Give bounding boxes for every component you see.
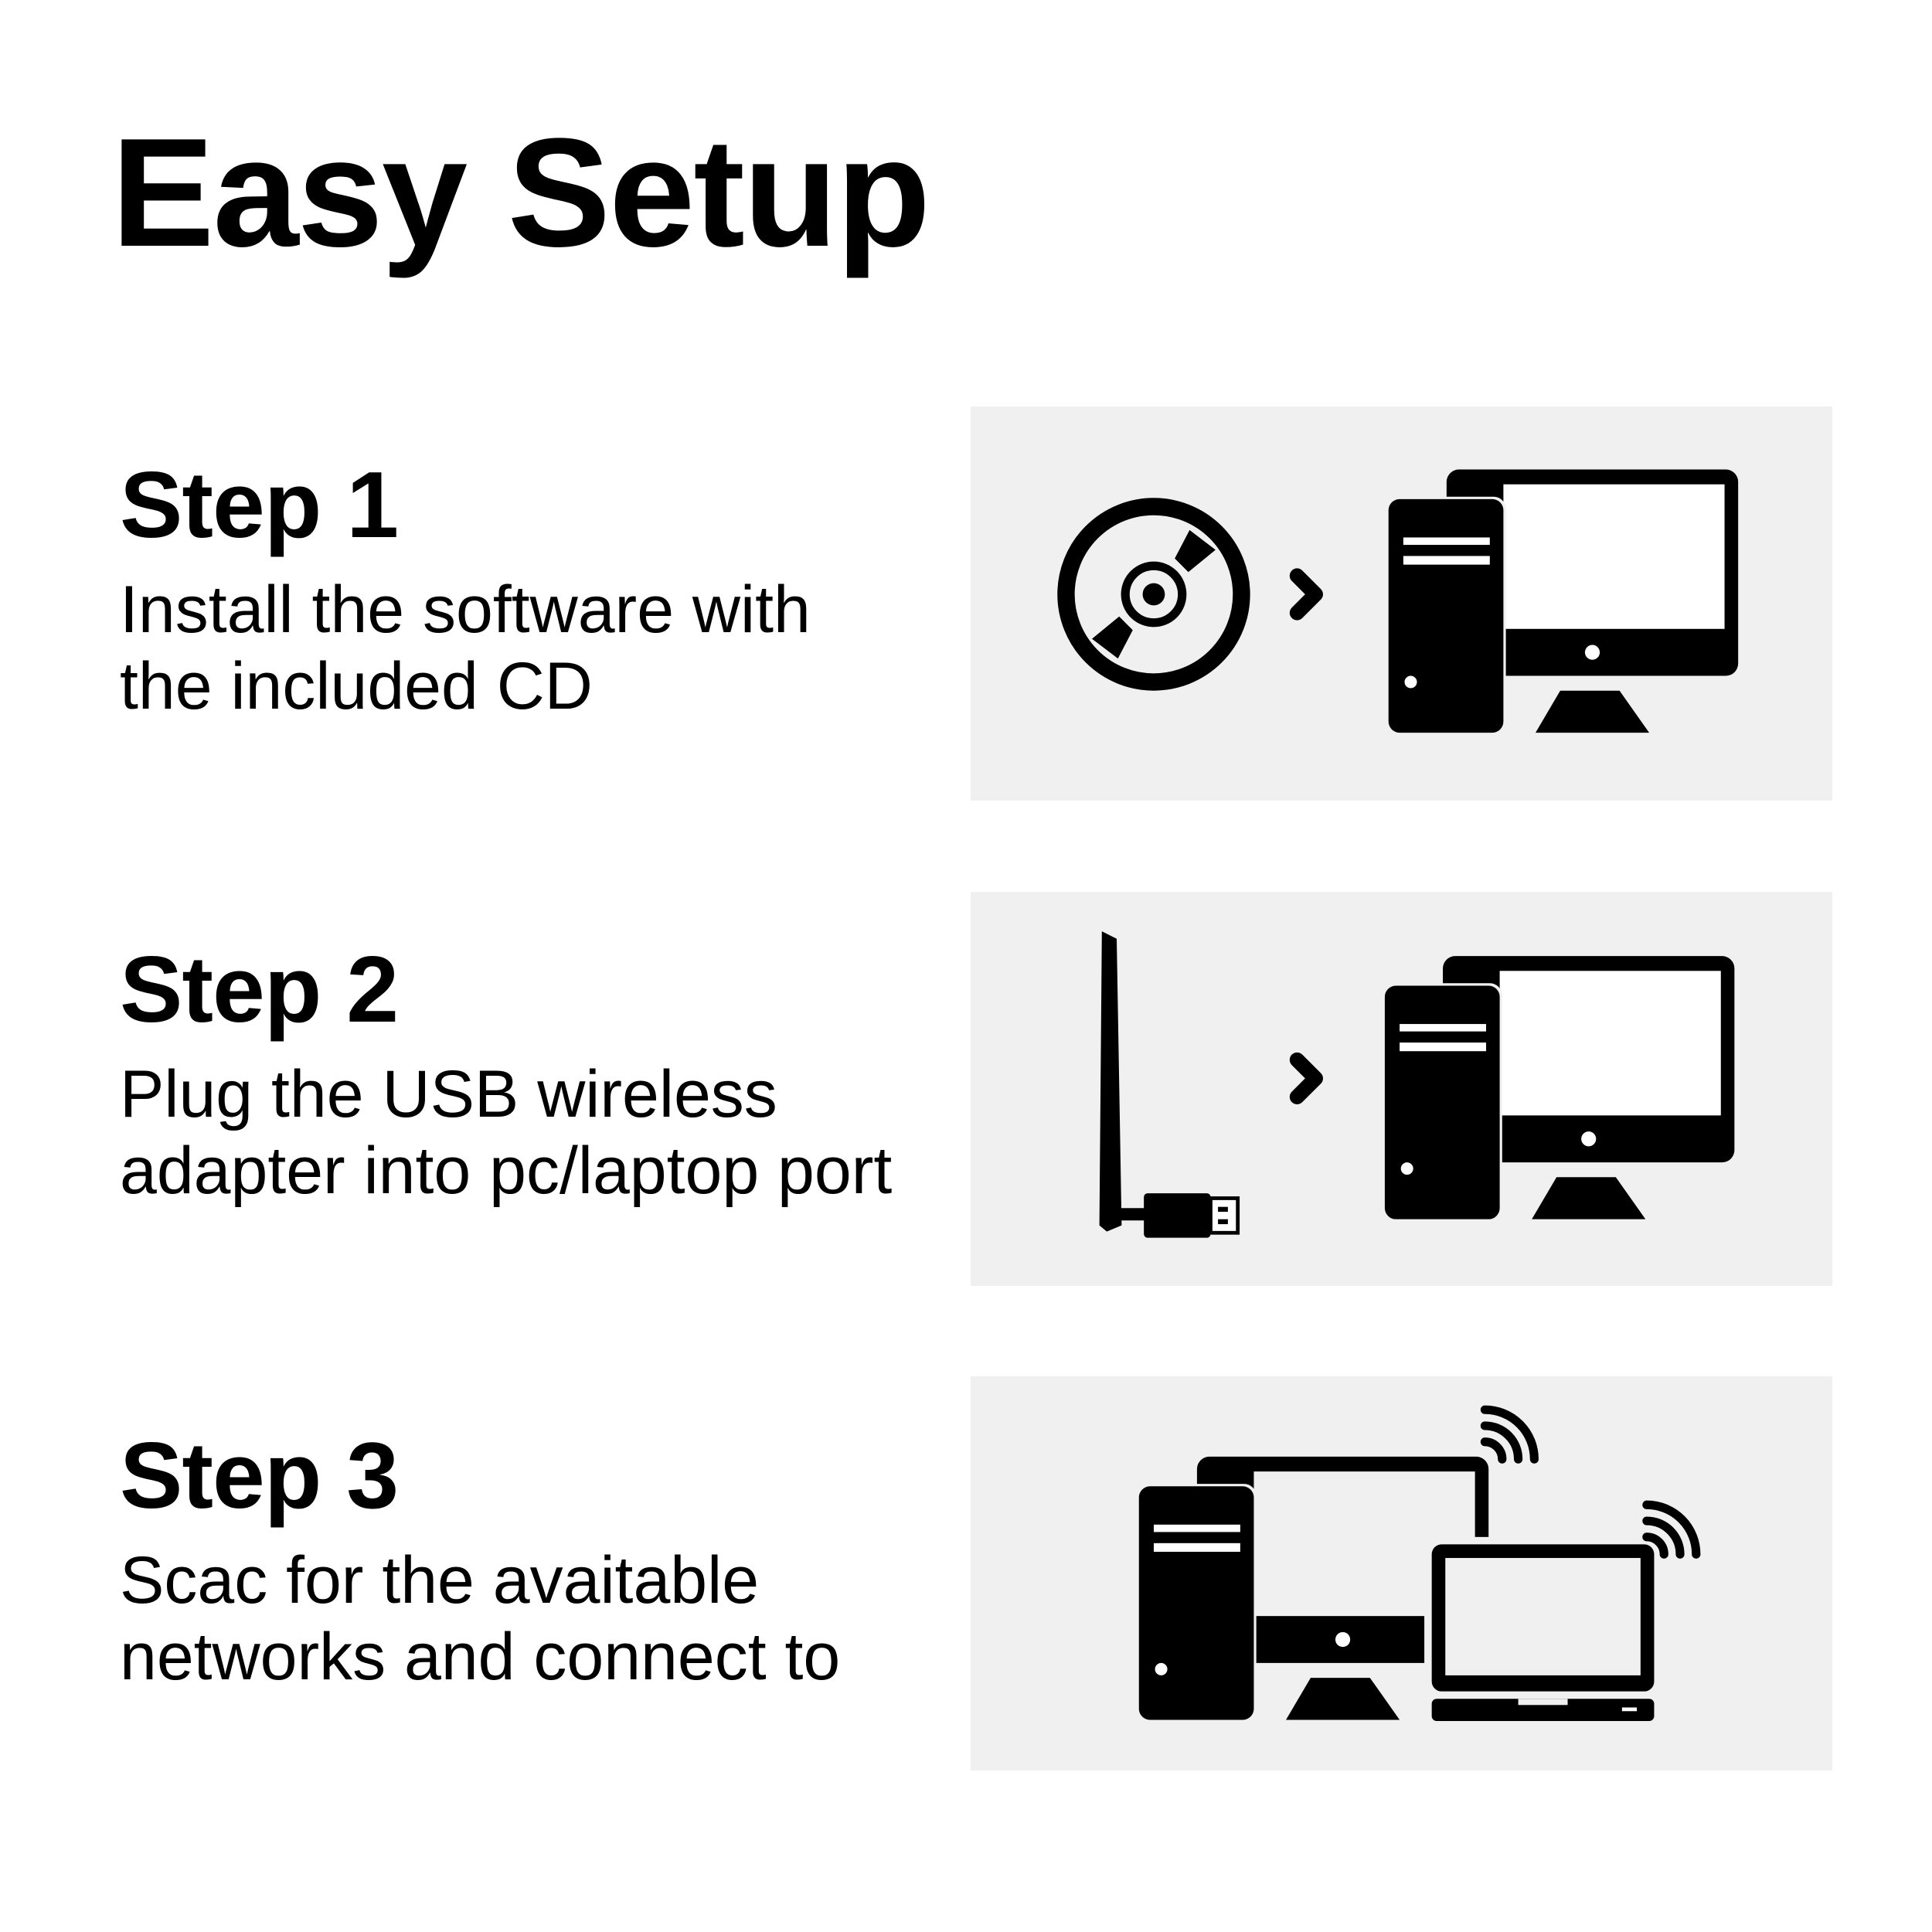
step-1-illustration [971, 406, 1832, 801]
step-heading: Step 2 [120, 937, 399, 1042]
step-heading: Step 1 [120, 452, 399, 557]
description-line: Plug the USB wireless [120, 1057, 777, 1131]
chevron-right-icon [1289, 568, 1323, 621]
laptop-icon [1424, 1536, 1662, 1722]
description-line: the included CD [120, 649, 593, 723]
desktop-computer-icon [1382, 956, 1735, 1222]
description-line: networks and connect to [120, 1620, 841, 1694]
desktop-computer-icon [1386, 469, 1739, 736]
description-line: adapter into pc/laptop port [120, 1134, 893, 1208]
step-3-illustration [971, 1376, 1832, 1770]
description-line: Install the software with [120, 573, 811, 647]
chevron-right-icon [1289, 1052, 1323, 1104]
step-heading: Step 3 [120, 1423, 399, 1528]
description-line: Scac for the avaitable [120, 1543, 760, 1617]
cd-icon [1057, 498, 1250, 691]
wifi-signal-icon [1480, 1405, 1701, 1559]
usb-wifi-adapter-icon [1099, 931, 1240, 1238]
page-title: Easy Setup [111, 107, 930, 279]
step-2-illustration [971, 892, 1832, 1286]
